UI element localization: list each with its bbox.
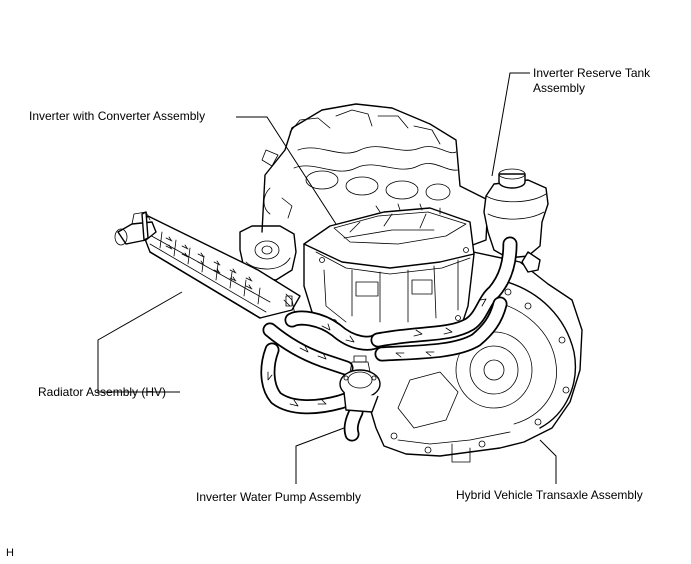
label-inverter-water-pump: Inverter Water Pump Assembly [196, 490, 361, 504]
figure-code: H [6, 547, 14, 559]
label-inverter-reserve-tank-line1: Inverter Reserve Tank [533, 66, 651, 80]
coolant-hoses [260, 236, 518, 442]
inverter-water-pump [339, 355, 381, 413]
hybrid-transaxle [367, 249, 583, 463]
leader-reserve-tank [491, 72, 530, 177]
radiator-fin-arrows [165, 236, 253, 290]
label-hybrid-transaxle: Hybrid Vehicle Transaxle Assembly [456, 488, 643, 502]
radiator-assembly [114, 211, 301, 327]
label-radiator-assembly: Radiator Assembly (HV) [38, 385, 167, 399]
label-inverter-with-converter: Inverter with Converter Assembly [29, 109, 206, 123]
leader-transaxle [539, 439, 557, 484]
label-inverter-reserve-tank-line2: Assembly [533, 81, 586, 95]
leader-lines [97, 72, 557, 484]
leader-inverter-converter [236, 116, 337, 225]
leader-water-pump [295, 427, 345, 484]
inverter-with-converter [303, 203, 475, 345]
leader-radiator [97, 291, 183, 393]
inverter-reserve-tank [483, 168, 549, 273]
